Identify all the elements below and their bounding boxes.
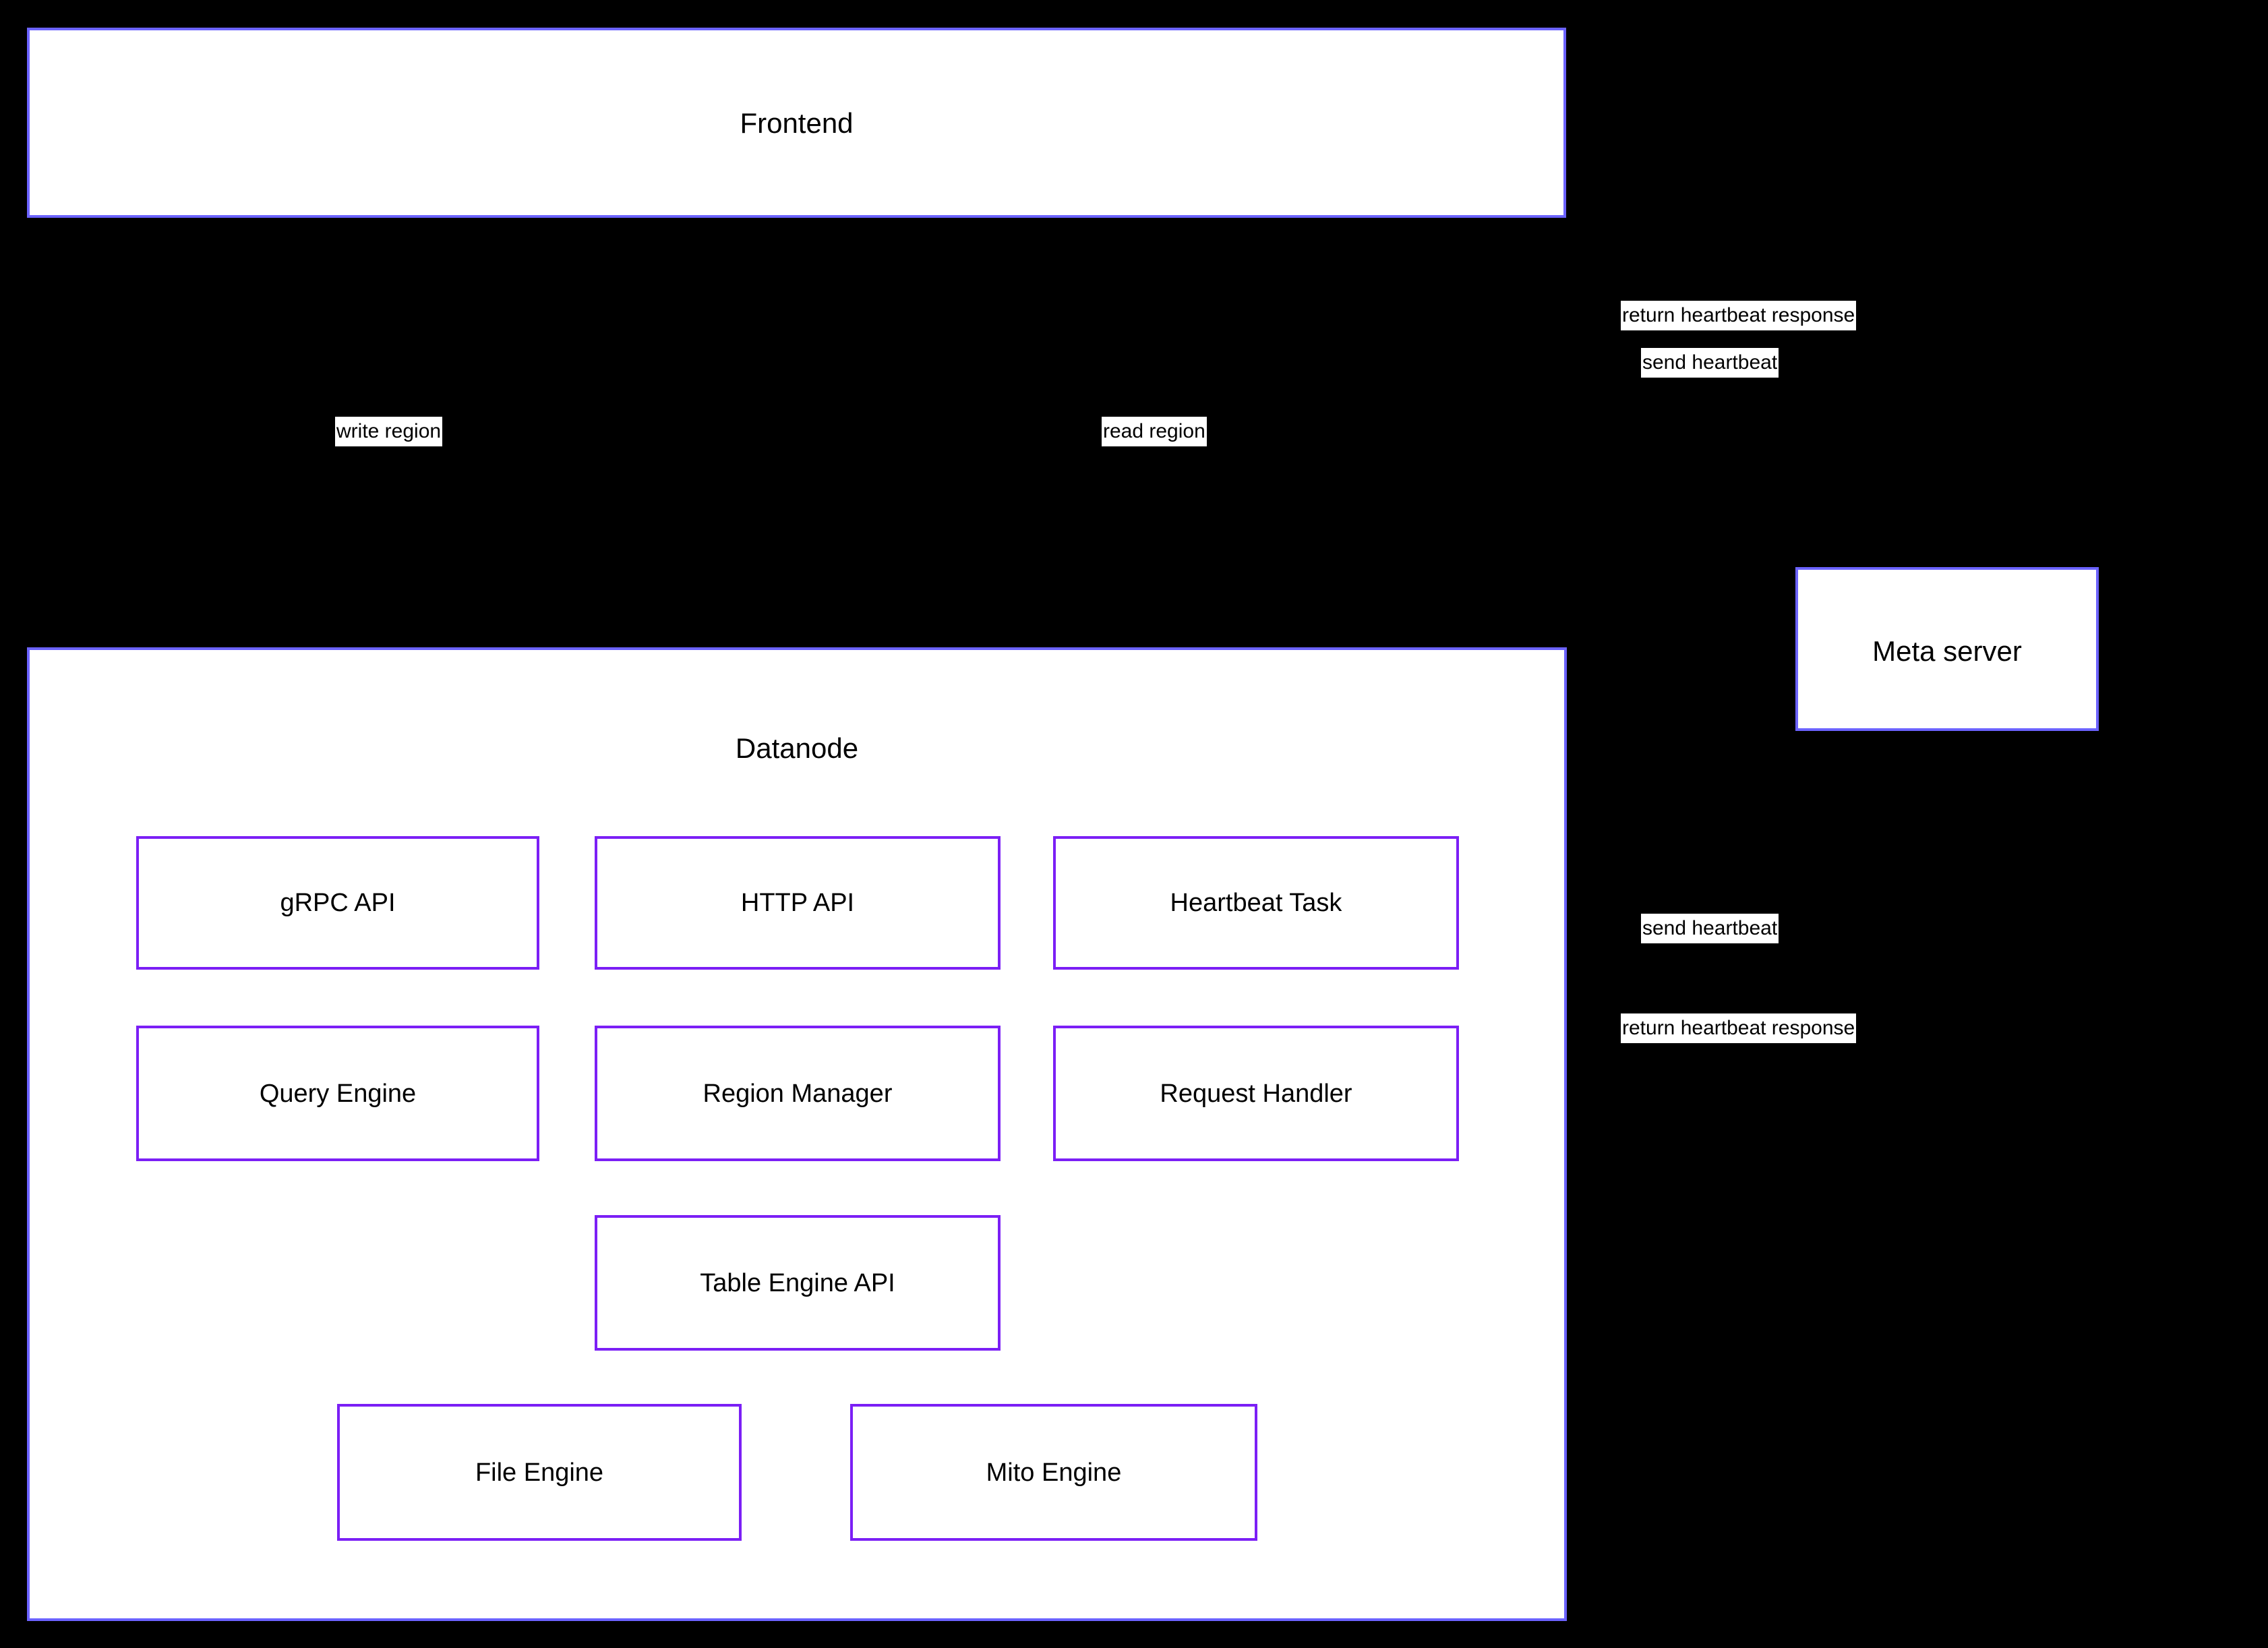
node-datanode-label: Datanode bbox=[735, 732, 859, 764]
node-frontend-label: Frontend bbox=[740, 107, 854, 139]
node-query-engine-label: Query Engine bbox=[259, 1079, 417, 1108]
node-grpc-api-label: gRPC API bbox=[280, 889, 396, 917]
edge-label-return-heartbeat-bottom: return heartbeat response bbox=[1621, 1013, 1857, 1043]
node-meta-server[interactable]: Meta server bbox=[1795, 567, 2099, 731]
node-heartbeat-task[interactable]: Heartbeat Task bbox=[1053, 836, 1459, 970]
node-table-engine-api[interactable]: Table Engine API bbox=[595, 1215, 1001, 1351]
node-file-engine[interactable]: File Engine bbox=[337, 1404, 742, 1541]
node-meta-server-label: Meta server bbox=[1872, 635, 2022, 667]
node-mito-engine-label: Mito Engine bbox=[986, 1458, 1122, 1487]
edge-send-heartbeat-bottom bbox=[1566, 728, 1951, 1188]
edge-label-write-region: write region bbox=[335, 417, 443, 446]
node-file-engine-label: File Engine bbox=[475, 1458, 604, 1487]
edge-return-heartbeat-top bbox=[1563, 363, 1849, 567]
node-table-engine-api-label: Table Engine API bbox=[700, 1268, 895, 1297]
node-request-handler-label: Request Handler bbox=[1160, 1079, 1352, 1108]
edge-label-send-heartbeat-top: send heartbeat bbox=[1641, 348, 1779, 378]
edge-label-return-heartbeat-top: return heartbeat response bbox=[1621, 301, 1857, 330]
node-region-manager-label: Region Manager bbox=[703, 1079, 893, 1108]
node-heartbeat-task-label: Heartbeat Task bbox=[1170, 889, 1342, 917]
edge-label-read-region: read region bbox=[1102, 417, 1207, 446]
node-region-manager[interactable]: Region Manager bbox=[595, 1026, 1001, 1161]
node-http-api-label: HTTP API bbox=[740, 889, 855, 917]
node-frontend[interactable]: Frontend bbox=[27, 28, 1566, 218]
node-http-api[interactable]: HTTP API bbox=[595, 836, 1001, 970]
node-mito-engine[interactable]: Mito Engine bbox=[850, 1404, 1257, 1541]
node-request-handler[interactable]: Request Handler bbox=[1053, 1026, 1459, 1161]
node-grpc-api[interactable]: gRPC API bbox=[136, 836, 539, 970]
edge-label-send-heartbeat-bottom: send heartbeat bbox=[1641, 914, 1779, 943]
node-query-engine[interactable]: Query Engine bbox=[136, 1026, 539, 1161]
